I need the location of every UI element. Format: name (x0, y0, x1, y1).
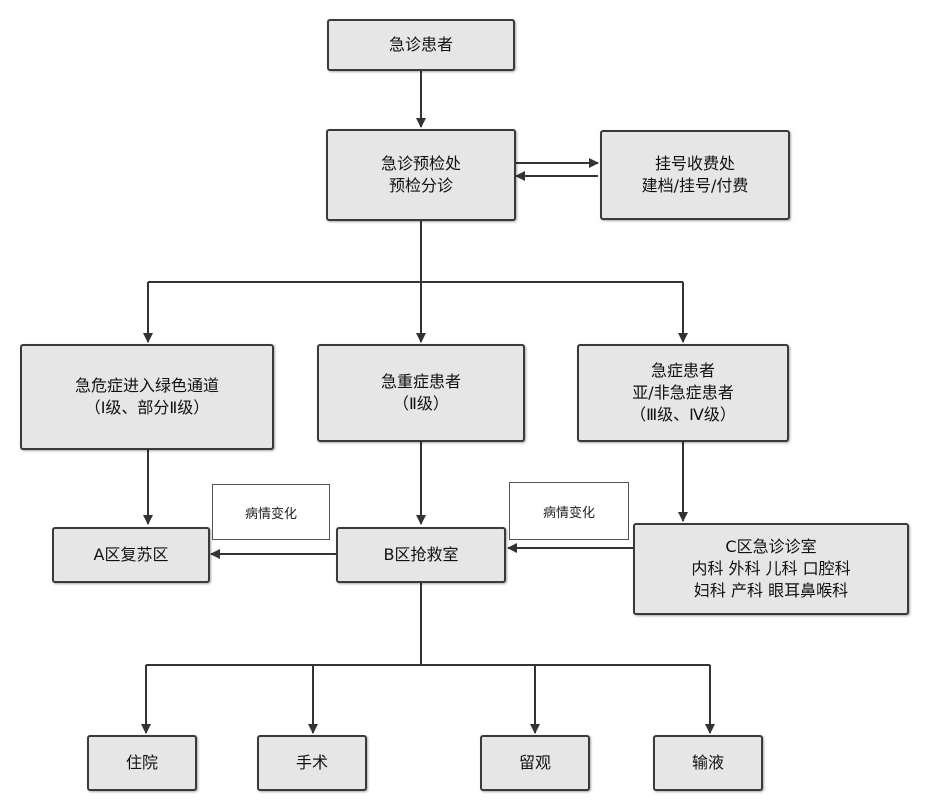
node-label-line1: 挂号收费处 (654, 154, 735, 173)
node-surgery: 手术 (257, 735, 367, 791)
node-label-line1: 急诊预检处 (380, 154, 461, 173)
node-label-line3: 妇科 产科 眼耳鼻喉科 (693, 581, 849, 600)
node-hospitalization: 住院 (87, 735, 197, 791)
note-condition-change-2: 病情变化 (509, 482, 629, 540)
node-label: 手术 (295, 753, 328, 772)
node-zone-b: B区抢救室 (336, 527, 506, 583)
node-pre-triage: 急诊预检处 预检分诊 (326, 129, 516, 221)
node-label: 输液 (691, 753, 724, 772)
note-condition-change-1: 病情变化 (212, 484, 330, 540)
node-label-line3: （Ⅲ级、Ⅳ级） (630, 405, 736, 424)
node-label-line2: 内科 外科 儿科 口腔科 (691, 559, 851, 578)
node-label: 留观 (518, 753, 551, 772)
node-label-line1: 急危症进入绿色通道 (74, 376, 219, 395)
node-label-line1: C区急诊诊室 (725, 537, 817, 556)
node-label-line2: （Ⅰ级、部分Ⅱ级） (84, 398, 210, 417)
node-zone-c: C区急诊诊室 内科 外科 儿科 口腔科 妇科 产科 眼耳鼻喉科 (633, 523, 909, 615)
node-label-line2: 建档/挂号/付费 (641, 176, 749, 195)
node-emergency-patient: 急诊患者 (327, 19, 515, 71)
node-label-line1: 急症患者 (650, 361, 715, 380)
node-label: 急诊患者 (388, 35, 453, 54)
node-label-line2: 亚/非急症患者 (632, 383, 734, 402)
node-label-line2: （Ⅱ级） (393, 394, 449, 413)
node-registration: 挂号收费处 建档/挂号/付费 (600, 130, 790, 220)
node-label-line2: 预检分诊 (388, 176, 453, 195)
node-label: A区复苏区 (93, 545, 169, 564)
node-label: 住院 (125, 753, 158, 772)
node-label-line1: 急重症患者 (380, 372, 461, 391)
node-infusion: 输液 (653, 735, 763, 791)
node-label: B区抢救室 (383, 545, 459, 564)
node-observation: 留观 (480, 735, 590, 791)
node-critical: 急重症患者 （Ⅱ级） (317, 344, 525, 442)
node-green-channel: 急危症进入绿色通道 （Ⅰ级、部分Ⅱ级） (20, 344, 274, 450)
node-acute: 急症患者 亚/非急症患者 （Ⅲ级、Ⅳ级） (577, 344, 789, 442)
node-zone-a: A区复苏区 (52, 527, 210, 583)
